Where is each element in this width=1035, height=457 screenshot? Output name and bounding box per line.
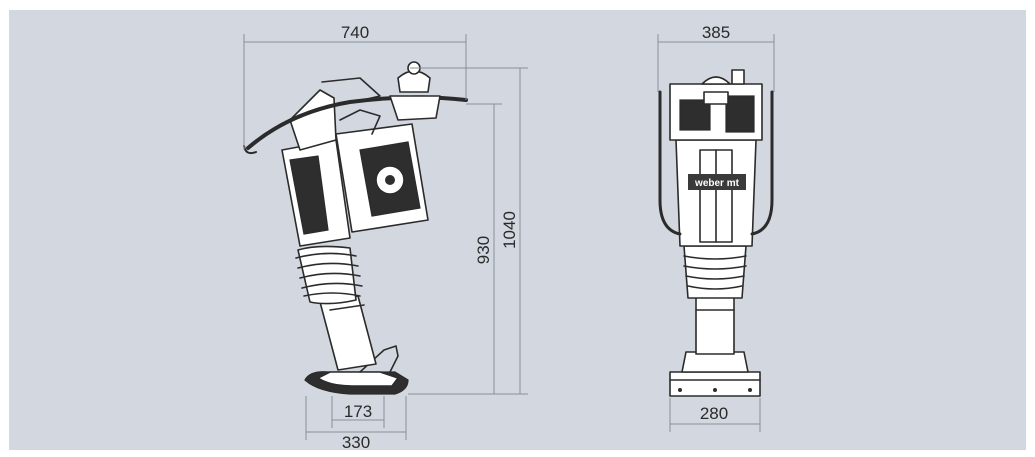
- side-foot-plate-inner: [317, 371, 399, 387]
- front-lower-leg: [695, 295, 735, 355]
- front-logo-plate: [688, 174, 746, 190]
- side-housing-dark-panel: [289, 155, 329, 235]
- front-bellows: [683, 245, 747, 299]
- front-engine-right-cover: [725, 95, 755, 133]
- front-frame-left: [658, 90, 682, 236]
- front-fuel-cap: [701, 76, 731, 85]
- dim-foot-outer: 330: [342, 433, 370, 452]
- side-dimension-lines: [243, 34, 528, 440]
- dim-foot-inner: 173: [344, 402, 372, 421]
- side-view-rammer: [243, 61, 468, 395]
- front-frame-right: [750, 90, 774, 236]
- dim-side-width: 740: [341, 23, 369, 42]
- dim-side-height-total: 1040: [500, 211, 519, 249]
- front-view-rammer: weber mt: [658, 69, 774, 397]
- front-engine-left-cover: [679, 99, 711, 131]
- dim-front-width: 385: [702, 23, 730, 42]
- front-dimension-lines: [657, 34, 775, 432]
- dim-front-foot: 280: [700, 404, 728, 423]
- side-bellows: [295, 245, 363, 305]
- front-logo-text: weber mt: [694, 178, 740, 189]
- side-fuel-cap: [397, 70, 431, 93]
- side-foot-bracket: [359, 345, 399, 373]
- dim-side-height-handle: 930: [474, 236, 493, 264]
- side-handle-frame: [289, 89, 337, 151]
- front-foot-plate: [669, 371, 761, 397]
